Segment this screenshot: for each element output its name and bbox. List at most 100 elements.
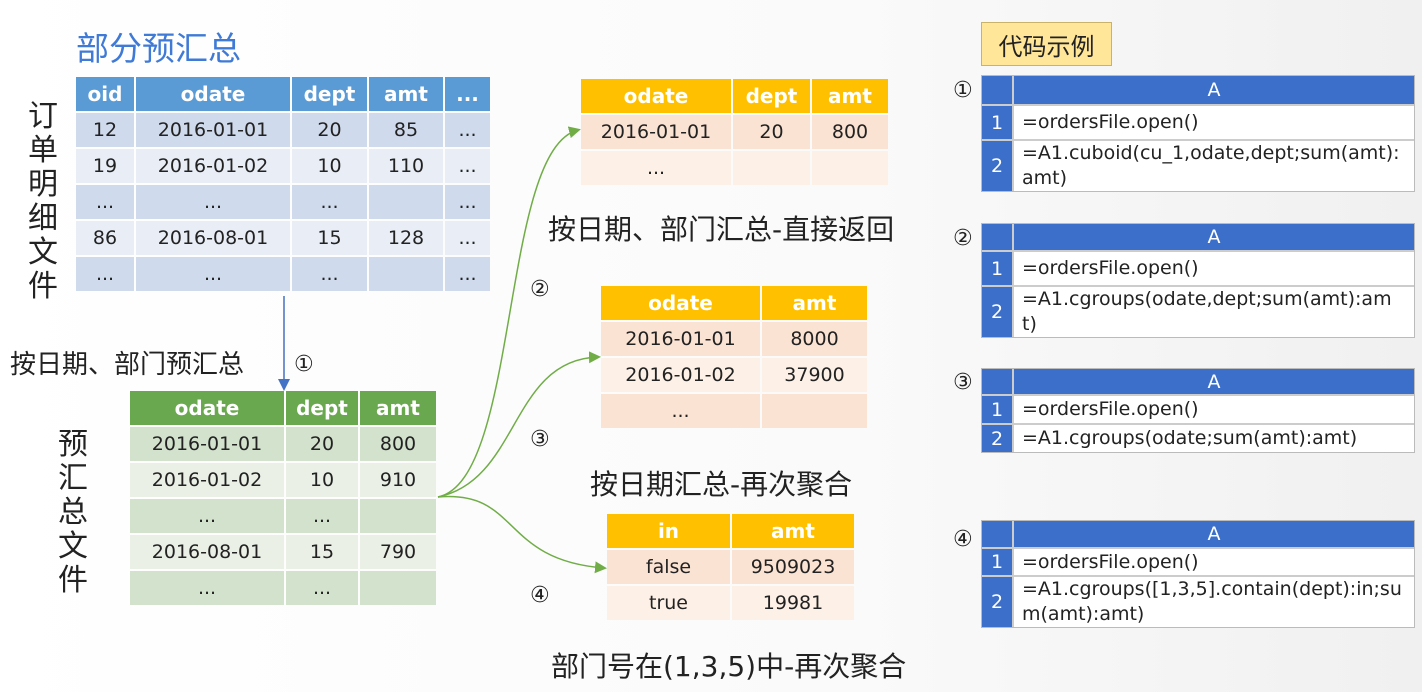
table-cell xyxy=(360,499,436,533)
table-cell: 8000 xyxy=(762,322,867,356)
arrow-to-r2 xyxy=(437,351,601,498)
code-cell: =A1.cgroups(odate;sum(amt):amt) xyxy=(1014,425,1414,452)
table-cell: ... xyxy=(445,113,490,147)
table-cell: 19 xyxy=(76,149,134,183)
caption-r2: 按日期汇总-再次聚合 xyxy=(590,468,853,501)
row-number: 2 xyxy=(982,287,1012,337)
table-cell: ... xyxy=(136,257,290,291)
table-cell: 20 xyxy=(292,113,367,147)
code-marker-4: ④ xyxy=(953,527,973,552)
table-cell: 12 xyxy=(76,113,134,147)
row-number: 1 xyxy=(982,396,1012,423)
code-cell: =ordersFile.open() xyxy=(1014,549,1414,575)
table-cell: 2016-01-02 xyxy=(130,463,284,497)
column-header: odate xyxy=(581,79,731,113)
table-cell: ... xyxy=(136,185,290,219)
code-cell: =A1.cgroups([1,3,5].contain(dept):in;sum… xyxy=(1014,577,1414,627)
code-cell: =ordersFile.open() xyxy=(1014,106,1414,139)
table-cell: 15 xyxy=(286,535,358,569)
corner-cell xyxy=(982,521,1012,547)
column-header: in xyxy=(607,514,730,548)
table-cell: true xyxy=(607,586,730,620)
code-cell: =ordersFile.open() xyxy=(1014,252,1414,285)
row-number: 2 xyxy=(982,141,1012,191)
table-cell: 800 xyxy=(360,427,436,461)
table-cell: ... xyxy=(445,257,490,291)
column-header: A xyxy=(1014,224,1414,250)
table-cell: ... xyxy=(292,185,367,219)
table-cell xyxy=(369,185,443,219)
code-cell: =A1.cuboid(cu_1,odate,dept;sum(amt):amt) xyxy=(1014,141,1414,191)
marker-1: ① xyxy=(294,352,314,377)
column-header: ... xyxy=(445,77,490,111)
table-cell: 86 xyxy=(76,221,134,255)
column-header: dept xyxy=(286,391,358,425)
marker-2: ② xyxy=(530,277,550,302)
column-header: odate xyxy=(130,391,284,425)
column-header: amt xyxy=(360,391,436,425)
table-cell: ... xyxy=(130,571,284,605)
column-header: dept xyxy=(292,77,367,111)
table-cell xyxy=(360,571,436,605)
table-cell: ... xyxy=(601,394,760,428)
row-number: 2 xyxy=(982,577,1012,627)
code-cell: =ordersFile.open() xyxy=(1014,396,1414,423)
table-cell: 10 xyxy=(292,149,367,183)
code-marker-1: ① xyxy=(953,78,973,103)
table-cell xyxy=(369,257,443,291)
caption-r1: 按日期、部门汇总-直接返回 xyxy=(548,213,895,246)
table-cell: false xyxy=(607,550,730,584)
column-header: A xyxy=(1014,76,1414,104)
table-cell: ... xyxy=(130,499,284,533)
table-cell: 19981 xyxy=(732,586,854,620)
table-cell: ... xyxy=(445,149,490,183)
table-cell: 2016-08-01 xyxy=(130,535,284,569)
table-cell: ... xyxy=(76,257,134,291)
table-cell: ... xyxy=(445,185,490,219)
corner-cell xyxy=(982,76,1012,104)
column-header: amt xyxy=(812,79,888,113)
table-cell: ... xyxy=(292,257,367,291)
table-cell: 790 xyxy=(360,535,436,569)
table-cell: ... xyxy=(76,185,134,219)
table-cell: 800 xyxy=(812,115,888,149)
row-number: 2 xyxy=(982,425,1012,452)
table-cell: ... xyxy=(286,571,358,605)
table-cell: 10 xyxy=(286,463,358,497)
row-number: 1 xyxy=(982,106,1012,139)
column-header: odate xyxy=(601,286,760,320)
table-cell: 2016-01-02 xyxy=(136,149,290,183)
table-cell: 110 xyxy=(369,149,443,183)
table-cell: ... xyxy=(581,151,731,185)
table-cell xyxy=(812,151,888,185)
table-cell xyxy=(733,151,810,185)
code-cell: =A1.cgroups(odate,dept;sum(amt):amt) xyxy=(1014,287,1414,337)
orders-file-label: 订单明细文件 xyxy=(28,99,58,304)
column-header: odate xyxy=(136,77,290,111)
column-header: dept xyxy=(733,79,810,113)
table-cell: 2016-08-01 xyxy=(136,221,290,255)
arrow-to-r3 xyxy=(437,495,607,574)
column-header: A xyxy=(1014,369,1414,394)
table-cell: 2016-01-02 xyxy=(601,358,760,392)
table-cell: ... xyxy=(286,499,358,533)
table-cell: 910 xyxy=(360,463,436,497)
page-title: 部分预汇总 xyxy=(76,29,241,68)
table-cell: 85 xyxy=(369,113,443,147)
table-cell: 20 xyxy=(286,427,358,461)
column-header: amt xyxy=(369,77,443,111)
column-header: oid xyxy=(76,77,134,111)
table-cell: 2016-01-01 xyxy=(136,113,290,147)
column-header: A xyxy=(1014,521,1414,547)
code-example-title: 代码示例 xyxy=(981,22,1112,66)
